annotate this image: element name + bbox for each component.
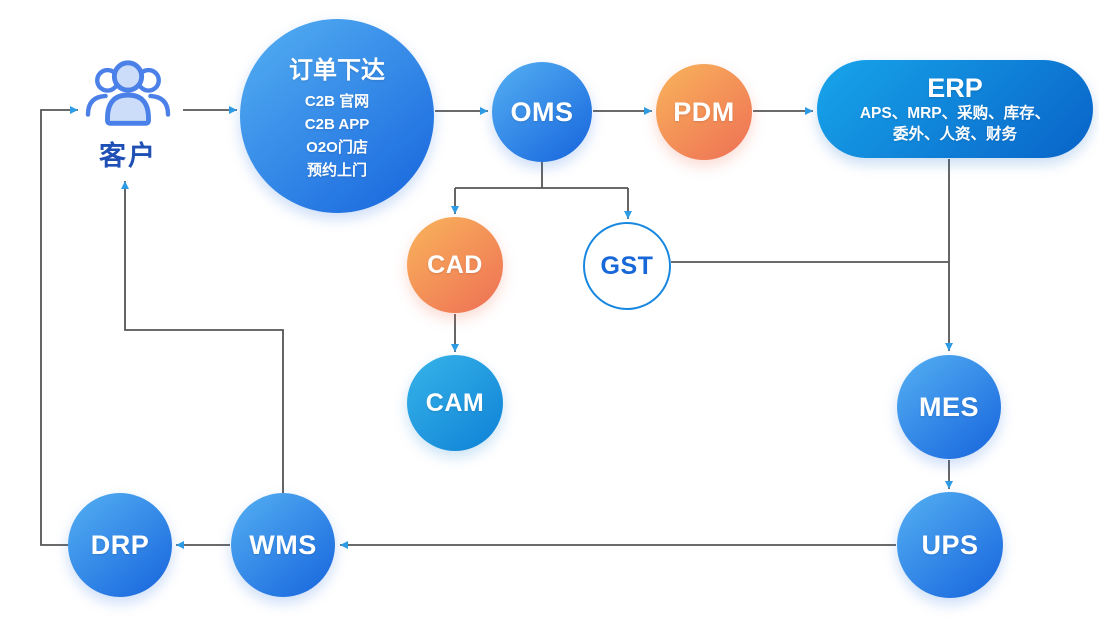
customer-label: 客户 — [99, 141, 157, 171]
customers-icon — [85, 60, 171, 126]
wms-label: WMS — [249, 529, 317, 560]
gst-label: GST — [600, 251, 654, 280]
node-cad[interactable]: CAD — [407, 217, 503, 313]
edge-drp-to-customer — [40, 106, 78, 546]
order-channel: O2O门店 — [306, 139, 368, 156]
pdm-label: PDM — [673, 96, 735, 127]
node-erp[interactable]: ERP APS、MRP、采购、库存、 委外、人资、财务 — [817, 60, 1093, 158]
node-cam[interactable]: CAM — [407, 355, 503, 451]
node-oms[interactable]: OMS — [492, 62, 592, 162]
mes-label: MES — [918, 391, 979, 422]
order-channel: C2B APP — [304, 116, 370, 133]
ups-label: UPS — [921, 529, 979, 560]
node-order[interactable]: 订单下达 C2B 官网 C2B APP O2O门店 预约上门 — [240, 19, 434, 213]
node-drp[interactable]: DRP — [68, 493, 172, 597]
erp-detail-line: 委外、人资、财务 — [892, 126, 1017, 143]
node-gst[interactable]: GST — [583, 222, 671, 310]
order-title: 订单下达 — [289, 57, 385, 84]
node-customer[interactable]: 客户 — [78, 54, 178, 173]
erp-detail-line: APS、MRP、采购、库存、 — [859, 105, 1051, 122]
oms-label: OMS — [510, 96, 574, 127]
node-ups[interactable]: UPS — [897, 492, 1003, 598]
cad-label: CAD — [427, 250, 483, 279]
edge-wms-to-customer — [121, 181, 284, 493]
node-mes[interactable]: MES — [897, 355, 1001, 459]
order-channel: 预约上门 — [306, 162, 367, 179]
node-wms[interactable]: WMS — [231, 493, 335, 597]
cam-label: CAM — [425, 388, 485, 417]
erp-title: ERP — [927, 73, 983, 103]
node-pdm[interactable]: PDM — [656, 64, 752, 160]
drp-label: DRP — [90, 529, 150, 560]
order-channel: C2B 官网 — [304, 93, 370, 110]
